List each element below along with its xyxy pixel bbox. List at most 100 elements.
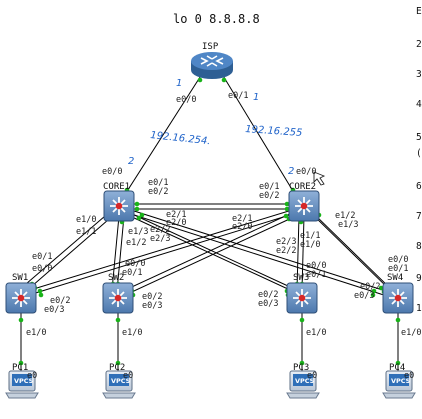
port-label: e0 — [307, 371, 317, 381]
port-label: e2/2 — [150, 225, 170, 235]
side-marker: 8 — [416, 241, 422, 252]
core1-switch[interactable] — [103, 190, 135, 222]
link-core2-sw3-b[interactable] — [301, 215, 305, 291]
port-label: e0/0 — [306, 261, 326, 271]
link-core1-sw3-b[interactable] — [131, 216, 304, 297]
port-label: e2/1 — [166, 210, 186, 220]
device-label-sw2: SW2 — [108, 273, 124, 283]
monitor-icon — [109, 374, 129, 386]
link-core2-sw1-b[interactable] — [28, 213, 294, 296]
sw1-switch[interactable] — [5, 282, 37, 314]
pc1-vpcs[interactable]: VPCS — [5, 370, 39, 399]
sw2-switch[interactable] — [102, 282, 134, 314]
port-label: e1/0 — [401, 328, 421, 338]
port-label: e0/1 — [306, 270, 326, 280]
core2-switch[interactable] — [288, 190, 320, 222]
port-label: e0/1 — [228, 91, 248, 101]
router-arrows-icon — [200, 55, 224, 67]
laptop-base — [382, 392, 416, 399]
link-core1-sw4-a[interactable] — [130, 209, 393, 294]
port-label: e0/2 — [360, 282, 380, 292]
port-label: e0/1 — [148, 178, 168, 188]
device-label-pc2: PC2 — [109, 363, 125, 373]
link-core2-sw4-a[interactable] — [309, 211, 391, 291]
port-label: e0/2 — [142, 292, 162, 302]
device-label-sw1: SW1 — [12, 273, 28, 283]
hand-annotation: 1 — [176, 78, 182, 89]
port-label: e0 — [404, 371, 414, 381]
port-label: e1/0 — [76, 215, 96, 225]
device-label-pc1: PC1 — [12, 363, 28, 373]
port-label: e0 — [27, 371, 37, 381]
router-top — [191, 52, 233, 70]
link-core2-sw4-b[interactable] — [313, 213, 395, 293]
diagram-title: lo 0 8.8.8.8 — [173, 12, 260, 26]
vpcs-badge: VPCS — [295, 377, 315, 385]
port-label: e0/3 — [142, 301, 162, 311]
link-core1-sw4-b[interactable] — [130, 213, 391, 298]
link-isp-core2[interactable] — [221, 73, 297, 197]
port-label: e0/0 — [102, 167, 122, 177]
port-label: e1/3 — [128, 227, 148, 237]
link-isp-core1[interactable] — [123, 73, 203, 197]
side-marker: 1 — [416, 303, 422, 314]
device-label-sw3: SW3 — [293, 273, 309, 283]
laptop-base — [286, 392, 320, 399]
pc4-vpcs[interactable]: VPCS — [382, 370, 416, 399]
port-label: e0/2 — [259, 191, 279, 201]
port-label: e1/0 — [26, 328, 46, 338]
laptop-base — [5, 392, 39, 399]
device-label-core1: CORE1 — [103, 182, 130, 192]
vpcs-badge: VPCS — [14, 377, 34, 385]
link-core2-sw1-a[interactable] — [26, 209, 293, 292]
device-label-core2: CORE2 — [289, 182, 316, 192]
port-label: e1/2 — [126, 238, 146, 248]
port-label: e1/2 — [335, 211, 355, 221]
link-core1-sw3-a[interactable] — [129, 212, 302, 293]
link-core2-sw3-a[interactable] — [296, 215, 300, 291]
link-core1-sw2-b[interactable] — [116, 215, 125, 292]
hand-annotation: 1 — [253, 92, 259, 103]
side-marker: E — [416, 6, 422, 17]
pc3-vpcs[interactable]: VPCS — [286, 370, 320, 399]
port-label: e2/2 — [276, 246, 296, 256]
monitor-icon — [12, 374, 32, 386]
link-core1-sw1-a[interactable] — [18, 209, 113, 291]
pc2-vpcs[interactable]: VPCS — [102, 370, 136, 399]
port-label: e1/0 — [122, 328, 142, 338]
hand-annotation: 192.16.254. — [150, 130, 211, 147]
vpcs-badge: VPCS — [111, 377, 131, 385]
port-label: e0/2 — [148, 187, 168, 197]
hand-annotation: 2 — [288, 166, 294, 177]
link-core2-sw2-b[interactable] — [122, 215, 297, 297]
link-core1-sw1-b[interactable] — [23, 212, 117, 294]
mouse-pointer-icon — [313, 171, 326, 186]
vpcs-badge: VPCS — [391, 377, 411, 385]
port-label: e0/3 — [44, 305, 64, 315]
side-marker: 2 — [416, 39, 422, 50]
side-marker: 5 — [416, 132, 422, 143]
isp-router[interactable]: ISP — [191, 42, 233, 79]
port-label: e0 — [123, 371, 133, 381]
side-marker: 4 — [416, 99, 422, 110]
handwritten-annotations: 1 1 192.16.254. 192.16.255 2 2 — [128, 78, 303, 177]
port-label: e0/3 — [258, 299, 278, 309]
port-label: e0/0 — [32, 264, 52, 274]
device-label-sw4: SW4 — [387, 273, 403, 283]
port-label: e2/0 — [166, 218, 186, 228]
port-label: e0/1 — [32, 252, 52, 262]
side-marker: 3 — [416, 69, 422, 80]
port-label: e0/1 — [122, 268, 142, 278]
sw3-switch[interactable] — [286, 282, 318, 314]
port-label: e1/1 — [76, 227, 96, 237]
device-label-pc4: PC4 — [389, 363, 405, 373]
port-label: e0/1 — [259, 182, 279, 192]
link-core1-sw2-a[interactable] — [111, 215, 120, 291]
port-label: e0/2 — [50, 296, 70, 306]
sw4-switch[interactable] — [382, 282, 414, 314]
port-label: e1/3 — [338, 220, 358, 230]
side-marker: 7 — [416, 211, 422, 222]
port-label: e0/2 — [258, 290, 278, 300]
port-label: e1/0 — [300, 240, 320, 250]
link-core2-sw2-a[interactable] — [120, 211, 295, 293]
